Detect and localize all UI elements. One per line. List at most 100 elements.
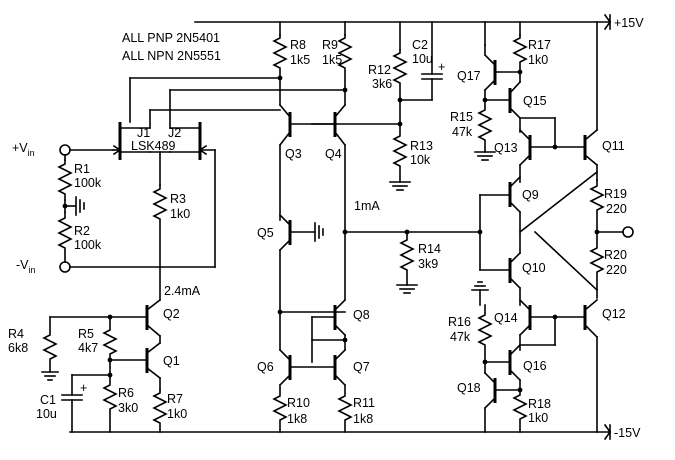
r1-resistor xyxy=(57,159,73,201)
q16-label: Q16 xyxy=(523,359,547,373)
r2-label: R2 xyxy=(74,224,90,238)
r4-label: R4 xyxy=(8,327,24,341)
r17-value: 1k0 xyxy=(528,53,548,67)
q11-transistor xyxy=(583,128,599,167)
r11-value: 1k8 xyxy=(353,412,373,426)
r6-value: 3k0 xyxy=(118,401,138,415)
r16-label: R16 xyxy=(448,315,471,329)
q1-transistor xyxy=(109,341,162,380)
q6-label: Q6 xyxy=(257,360,274,374)
r10-value: 1k8 xyxy=(287,412,307,426)
r14-label: R14 xyxy=(418,242,441,256)
r3-label: R3 xyxy=(170,192,186,206)
r6-resistor xyxy=(102,359,118,433)
q12-label: Q12 xyxy=(602,307,626,321)
r13-value: 10k xyxy=(410,153,431,167)
q10-label: Q10 xyxy=(522,261,546,275)
q18-transistor xyxy=(483,371,521,410)
r10-resistor xyxy=(272,384,288,433)
q4-label: Q4 xyxy=(325,147,342,161)
r20-label: R20 xyxy=(604,248,627,262)
q13-transistor xyxy=(518,128,586,167)
q15-transistor xyxy=(484,80,522,120)
r16-value: 47k xyxy=(450,330,471,344)
r18-resistor xyxy=(512,389,528,433)
r11-label: R11 xyxy=(353,396,375,410)
q1-label: Q1 xyxy=(163,354,180,368)
r5-value: 4k7 xyxy=(78,341,98,355)
r2-value: 100k xyxy=(74,238,102,252)
jfet-pair-lsk489 xyxy=(112,89,216,160)
r15-value: 47k xyxy=(452,125,473,139)
c1-capacitor xyxy=(61,374,83,433)
j1-label: J1 xyxy=(137,126,150,140)
r17-resistor xyxy=(512,34,528,73)
r8-value: 1k5 xyxy=(290,53,310,67)
q9-label: Q9 xyxy=(522,188,539,202)
r7-value: 1k0 xyxy=(167,407,187,421)
r8-resistor xyxy=(272,34,288,79)
q5-label: Q5 xyxy=(257,226,274,240)
r12-resistor xyxy=(392,49,408,125)
ground-symbol xyxy=(75,196,85,216)
r8-label: R8 xyxy=(290,38,306,52)
q5-transistor xyxy=(278,213,316,252)
c2-value: 10u xyxy=(412,52,433,66)
r4-resistor xyxy=(42,316,58,373)
r1-value: 100k xyxy=(74,176,102,190)
r7-label: R7 xyxy=(167,392,183,406)
q17-label: Q17 xyxy=(457,69,481,83)
r7-resistor xyxy=(152,389,168,433)
q9-transistor xyxy=(479,175,522,214)
q7-transistor xyxy=(333,348,347,387)
r18-value: 1k0 xyxy=(528,411,548,425)
q7-label: Q7 xyxy=(353,360,370,374)
r10-label: R10 xyxy=(287,396,310,410)
r5-resistor xyxy=(102,316,118,361)
q18-label: Q18 xyxy=(457,381,481,395)
q12-transistor xyxy=(583,298,599,339)
pos-rail xyxy=(194,13,612,31)
npn-note: ALL NPN 2N5551 xyxy=(122,49,221,63)
r20-resistor xyxy=(589,231,605,299)
r20-value: 220 xyxy=(606,263,627,277)
r3-resistor xyxy=(152,184,168,301)
r14-resistor xyxy=(399,231,415,286)
r14-value: 3k9 xyxy=(418,257,438,271)
q2-label: Q2 xyxy=(163,307,180,321)
q8-transistor xyxy=(311,298,347,337)
r2-resistor xyxy=(57,211,73,263)
q3-transistor xyxy=(278,103,313,147)
r15-label: R15 xyxy=(450,110,473,124)
vin-pos-terminal xyxy=(59,144,71,156)
c1-polarity: + xyxy=(80,381,87,395)
q16-transistor xyxy=(484,343,522,382)
q6-transistor xyxy=(278,348,292,387)
r19-resistor xyxy=(589,179,605,233)
q17-transistor xyxy=(483,53,521,92)
c1-value: 10u xyxy=(36,407,57,421)
output-terminal xyxy=(622,226,634,238)
r17-label: R17 xyxy=(528,38,551,52)
q14-label: Q14 xyxy=(494,311,518,325)
q11-label: Q11 xyxy=(602,139,625,153)
pnp-note: ALL PNP 2N5401 xyxy=(122,31,220,45)
r13-resistor xyxy=(392,123,408,183)
q15-label: Q15 xyxy=(523,94,547,108)
q10-transistor xyxy=(479,251,522,290)
r1-label: R1 xyxy=(74,162,90,176)
r19-value: 220 xyxy=(606,202,627,216)
q14-transistor xyxy=(518,298,586,337)
r6-label: R6 xyxy=(118,386,134,400)
c1-label: C1 xyxy=(40,393,56,407)
tail-current: 2.4mA xyxy=(164,284,201,298)
j2-label: J2 xyxy=(168,126,181,140)
r9-resistor xyxy=(337,34,353,91)
r16-resistor xyxy=(477,304,493,363)
c2-polarity: + xyxy=(438,60,445,74)
r19-label: R19 xyxy=(604,187,627,201)
r5-label: R5 xyxy=(78,327,94,341)
r12-value: 3k6 xyxy=(372,77,392,91)
c2-capacitor xyxy=(399,73,443,101)
